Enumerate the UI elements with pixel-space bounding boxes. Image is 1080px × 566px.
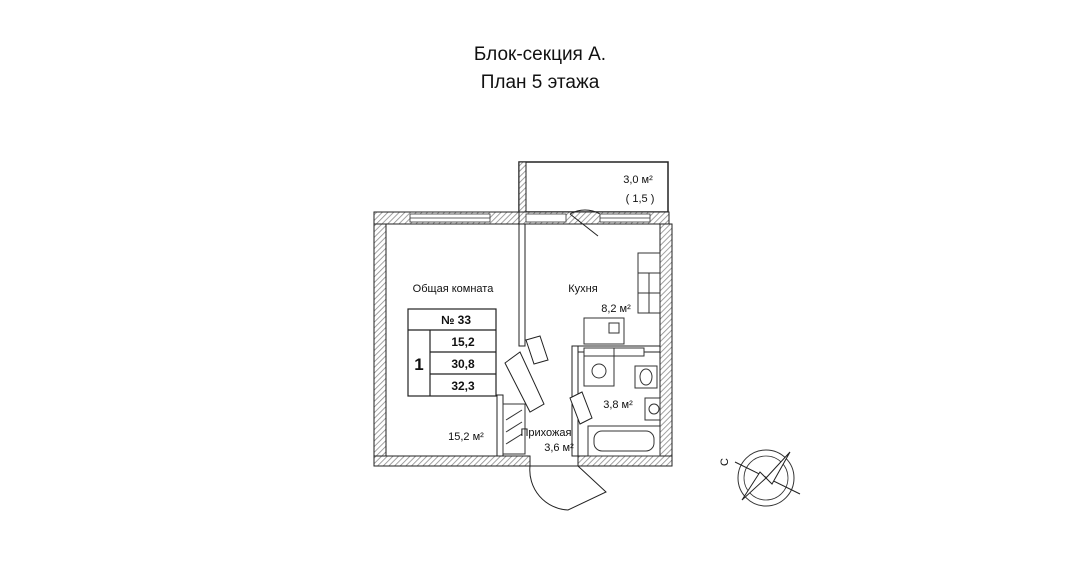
balcony-coefficient: ( 1,5 ) [626,193,655,205]
bathroom-fixtures [583,355,661,457]
plan-title-floor: План 5 этажа [481,72,600,93]
apartment-table: № 33 1 15,2 30,8 32,3 [407,308,497,397]
apartment-total-area: 30,8 [451,357,475,371]
balcony-area: 3,0 м² [623,174,653,186]
plan-title-section: Блок-секция А. [474,44,606,65]
doors [504,209,607,511]
bathroom-area: 3,8 м² [603,399,633,411]
living-room-name: Общая комната [413,283,495,295]
balcony: 3,0 м² ( 1,5 ) [518,161,669,213]
living-room-area: 15,2 м² [448,431,484,443]
kitchen-name: Кухня [568,283,597,295]
kitchen-area: 8,2 м² [601,303,631,315]
apartment-rooms-count: 1 [414,355,423,374]
hallway-name: Прихожая [521,427,572,439]
apartment-number: № 33 [441,313,471,327]
hallway-area: 3,6 м² [544,442,574,454]
kitchen-fixtures [583,252,661,357]
apartment-total-area-balcony: 32,3 [451,379,475,393]
hallway-wardrobe [502,403,526,455]
compass-icon: С [719,449,801,507]
compass-north-label: С [719,458,731,466]
apartment-living-area: 15,2 [451,335,475,349]
